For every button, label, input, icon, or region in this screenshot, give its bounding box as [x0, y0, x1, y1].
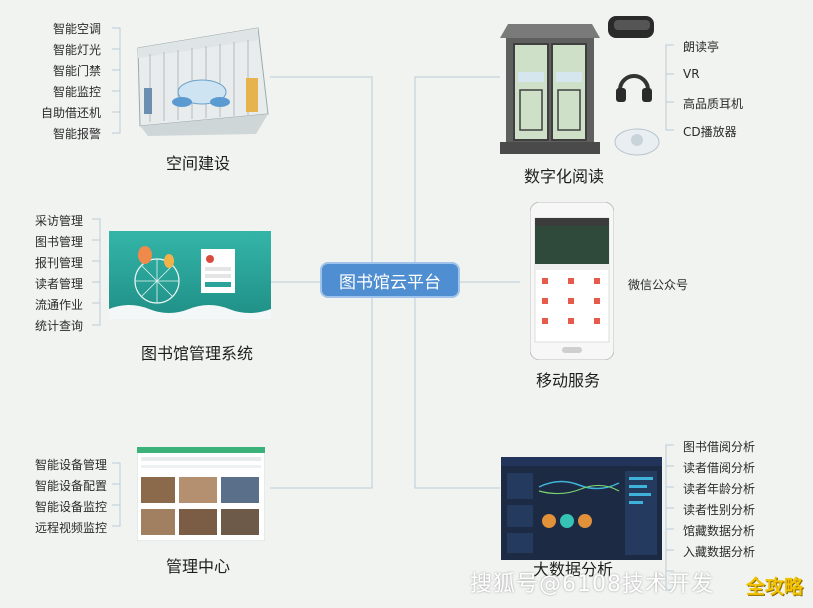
digital-item: 高品质耳机 [683, 97, 744, 111]
bigdata-item: 入藏数据分析 [683, 545, 756, 559]
space-item: 智能监控 [53, 85, 102, 99]
library-item: 采访管理 [35, 214, 84, 228]
space-title: 空间建设 [166, 154, 231, 173]
mobile-phone-illustration [530, 202, 614, 360]
center-node[interactable]: 图书馆云平台 [320, 262, 460, 298]
reading-kiosk-illustration [500, 24, 600, 154]
management-bracket [112, 462, 121, 527]
space-item: 自助借还机 [41, 106, 102, 120]
bigdata-item: 读者性别分析 [683, 503, 756, 517]
space-bracket [112, 27, 121, 134]
center-label: 图书馆云平台 [339, 272, 441, 293]
bigdata-item: 读者借阅分析 [683, 461, 756, 475]
management-title: 管理中心 [166, 557, 231, 576]
bigdata-title: 大数据分析 [533, 560, 614, 579]
digital-item: 朗读亭 [683, 40, 720, 54]
space-room-illustration [137, 27, 269, 136]
headphones-icon [616, 74, 652, 102]
space-item: 智能空调 [53, 22, 102, 36]
watermark-badge: 全攻略 [746, 576, 804, 598]
space-item: 智能灯光 [53, 43, 102, 57]
library-bracket [92, 218, 101, 326]
dashboard-screenshot [501, 457, 662, 560]
library-login-screenshot [109, 231, 271, 319]
management-item: 智能设备配置 [35, 479, 108, 493]
space-item: 智能门禁 [53, 64, 102, 78]
library-item: 读者管理 [35, 277, 84, 291]
library-item: 报刊管理 [35, 256, 84, 270]
bigdata-bracket [665, 444, 674, 591]
space-item: 智能报警 [53, 127, 102, 141]
management-screenshot [137, 447, 265, 541]
vr-headset-icon [608, 16, 654, 38]
management-item: 远程视频监控 [35, 521, 108, 535]
digital-title: 数字化阅读 [524, 167, 605, 186]
digital-bracket [665, 44, 674, 131]
digital-item: CD播放器 [683, 125, 737, 139]
mobile-title: 移动服务 [536, 371, 601, 390]
management-item: 智能设备管理 [35, 458, 108, 472]
watermark-text: 搜狐号@6108技术开发 [470, 572, 714, 597]
management-item: 智能设备监控 [35, 500, 108, 514]
mobile-item: 微信公众号 [628, 278, 689, 292]
bigdata-item: 馆藏数据分析 [683, 524, 756, 538]
library-item: 统计查询 [35, 319, 84, 333]
cd-player-icon [614, 128, 660, 156]
digital-item: VR [683, 67, 700, 81]
library-item: 流通作业 [35, 298, 84, 312]
library-title: 图书馆管理系统 [141, 344, 254, 363]
library-item: 图书管理 [35, 235, 84, 249]
bigdata-item: 读者年龄分析 [683, 482, 756, 496]
bigdata-item: 图书借阅分析 [683, 440, 756, 454]
